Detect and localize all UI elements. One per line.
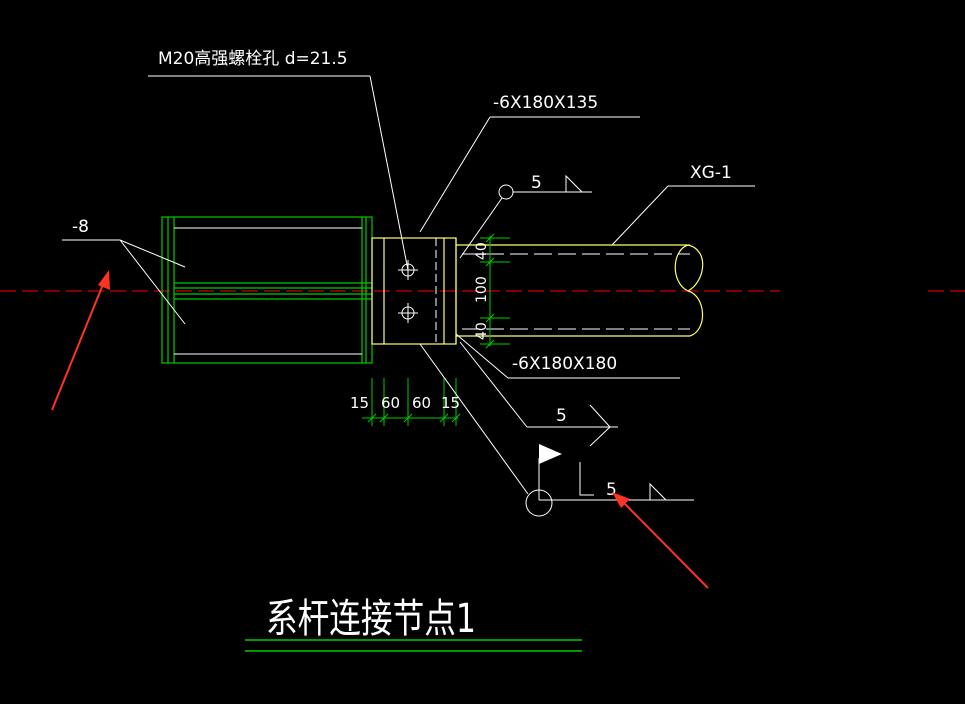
weld-top	[459, 174, 592, 259]
weld-site-flag-icon	[539, 444, 562, 464]
column-flange-outline	[174, 227, 362, 355]
bolt-holes	[398, 260, 418, 323]
title-underline	[245, 639, 582, 652]
horizontal-dimension-4: 15	[441, 394, 460, 412]
horizontal-dimensions	[362, 378, 461, 426]
drawing-title: 系杆连接节点1	[266, 596, 476, 642]
weld-bottom-size: 5	[606, 480, 617, 500]
bolt-hole-label: M20高强螺栓孔 d=21.5	[158, 49, 348, 69]
stiffener-label: -8	[72, 217, 89, 237]
vertical-dimension-2: 100	[474, 276, 490, 303]
connection-plate	[371, 237, 457, 345]
plate-top-leader	[419, 116, 640, 233]
stiffener-leader	[62, 239, 186, 325]
horizontal-dimension-3: 60	[412, 394, 431, 412]
horizontal-dimension-texts: 15 60 60 15	[350, 394, 460, 412]
vertical-dimension-1: 40	[474, 322, 490, 340]
bolt-hole-leader	[148, 75, 409, 271]
plate-bottom-leader	[455, 333, 680, 379]
weld-middle-size: 5	[556, 406, 567, 426]
steel-column	[161, 216, 373, 364]
vertical-dimension-texts: 40 100 40	[474, 242, 490, 340]
bolt-hole-lower	[398, 303, 418, 323]
red-arrow-icon-2	[612, 492, 709, 589]
plate-bottom-label: -6X180X180	[512, 354, 617, 374]
weld-top-size: 5	[531, 173, 542, 193]
pipe-inner-lines	[462, 253, 690, 330]
vertical-dimension-3: 40	[474, 242, 490, 260]
member-label: XG-1	[690, 163, 732, 183]
red-arrow-icon	[51, 270, 110, 411]
horizontal-dimension-1: 15	[350, 394, 369, 412]
vertical-dimensions	[480, 233, 510, 349]
member-leader	[611, 185, 755, 246]
horizontal-dimension-2: 60	[381, 394, 400, 412]
weld-middle	[459, 341, 618, 447]
plate-top-label: -6X180X135	[493, 93, 598, 113]
pipe-member	[456, 244, 704, 337]
